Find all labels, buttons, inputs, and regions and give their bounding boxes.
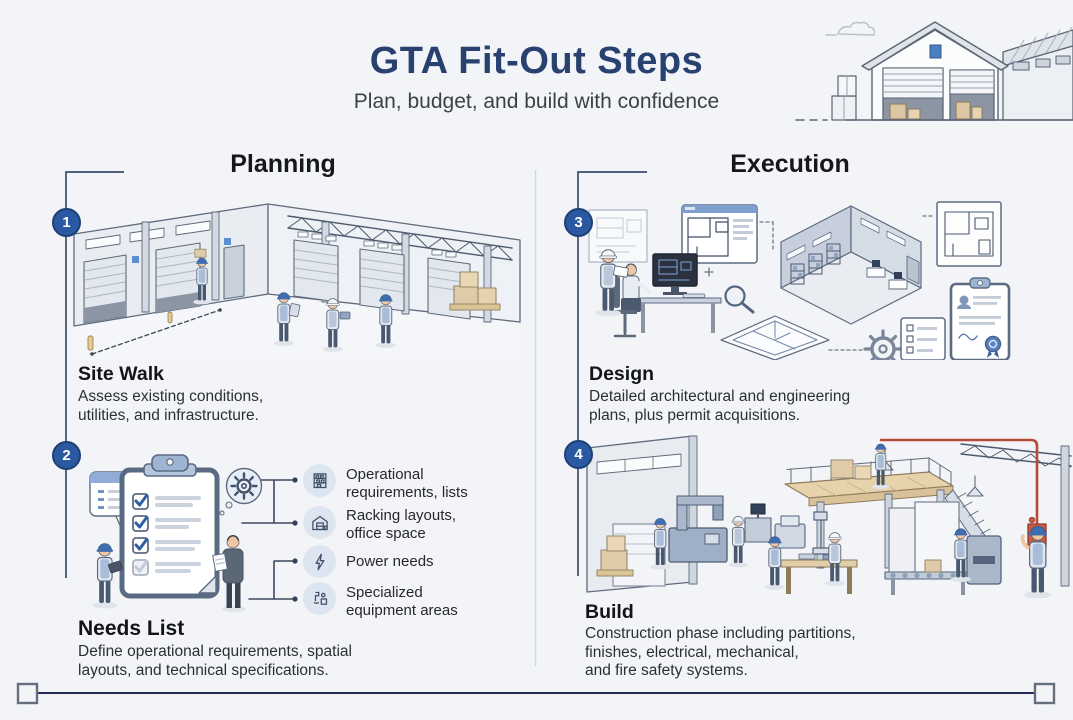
step-4-description: Construction phase including partitions,… — [585, 625, 856, 681]
framed-floorplan — [922, 201, 1002, 267]
step-1-description: Assess existing conditions, utilities, a… — [78, 387, 263, 425]
blueprint-sheet — [585, 192, 830, 360]
step-4-number: 4 — [574, 446, 583, 463]
gear-icon — [828, 329, 903, 360]
step-1-number: 1 — [62, 214, 71, 231]
build-illustration — [586, 435, 1072, 598]
warehouse-icon — [303, 506, 336, 539]
lightning-bolt-icon — [303, 545, 336, 578]
gear-thought-bubble-icon — [219, 467, 263, 516]
floorplan-window — [681, 204, 758, 264]
step-4-title: Build — [585, 601, 634, 623]
bullet-racking: Racking layouts,office space — [346, 507, 457, 542]
step-2-title: Needs List — [78, 617, 185, 640]
cnc-machine — [668, 495, 728, 563]
step-1-title: Site Walk — [78, 363, 164, 385]
execution-column-header: Execution — [730, 150, 850, 178]
pendant-lights — [876, 449, 984, 497]
permit-document — [949, 277, 1011, 360]
step-1-badge: 1 — [52, 208, 81, 237]
speech-bubble-icon — [89, 471, 163, 529]
checklist-card — [900, 317, 946, 360]
step-2-number: 2 — [62, 447, 71, 464]
step-4-desc-line: and fire safety systems. — [585, 662, 748, 679]
step-3-badge: 3 — [564, 208, 593, 237]
mezzanine — [784, 443, 997, 569]
scale-device — [812, 511, 832, 555]
bullet-connector-lines — [241, 479, 294, 600]
needs-list-illustration — [89, 454, 298, 612]
foreground-worker — [1020, 525, 1053, 598]
cloud-icon — [837, 21, 876, 36]
iso-room — [780, 205, 922, 325]
step-4-desc-line: Construction phase including partitions, — [585, 625, 856, 642]
step-1-desc-line: utilities, and infrastructure. — [78, 407, 259, 424]
bottom-left-square — [16, 682, 39, 705]
magnifier-icon — [724, 285, 755, 314]
workbench — [780, 553, 858, 594]
step-3-number: 3 — [574, 214, 583, 231]
step-3-title: Design — [589, 363, 655, 385]
step-2-desc-line: Define operational requirements, spatial — [78, 643, 352, 660]
page-subtitle: Plan, budget, and build with confidence — [353, 90, 720, 113]
design-illustration — [585, 192, 1011, 360]
planning-column-header: Planning — [230, 150, 336, 178]
bullet-power: Power needs — [346, 553, 434, 570]
step-3-desc-line: plans, plus permit acquisitions. — [589, 407, 801, 424]
specialized-equipment-icon — [303, 582, 336, 615]
conveyor — [884, 535, 1002, 595]
cad-workstation — [595, 249, 722, 338]
step-3-desc-line: Detailed architectural and engineering — [589, 388, 851, 405]
suit-person — [212, 535, 246, 612]
storage-rack-icon — [303, 464, 336, 497]
step-3-description: Detailed architectural and engineering p… — [589, 387, 850, 425]
step-2-badge: 2 — [52, 441, 81, 470]
step-2-desc-line: layouts, and technical specifications. — [78, 662, 329, 679]
fire-panel-icon — [1027, 523, 1047, 549]
page-title: GTA Fit-Out Steps — [369, 40, 704, 82]
fire-pipe — [879, 438, 1039, 526]
checklist-clipboard — [119, 454, 220, 599]
step-4-badge: 4 — [564, 440, 593, 469]
site-walk-illustration — [73, 203, 521, 360]
step-4-desc-line: finishes, electrical, mechanical, — [585, 643, 799, 661]
bottom-right-square — [1033, 682, 1056, 705]
step-2-description: Define operational requirements, spatial… — [78, 642, 352, 680]
step-1-desc-line: Assess existing conditions, — [78, 388, 264, 405]
